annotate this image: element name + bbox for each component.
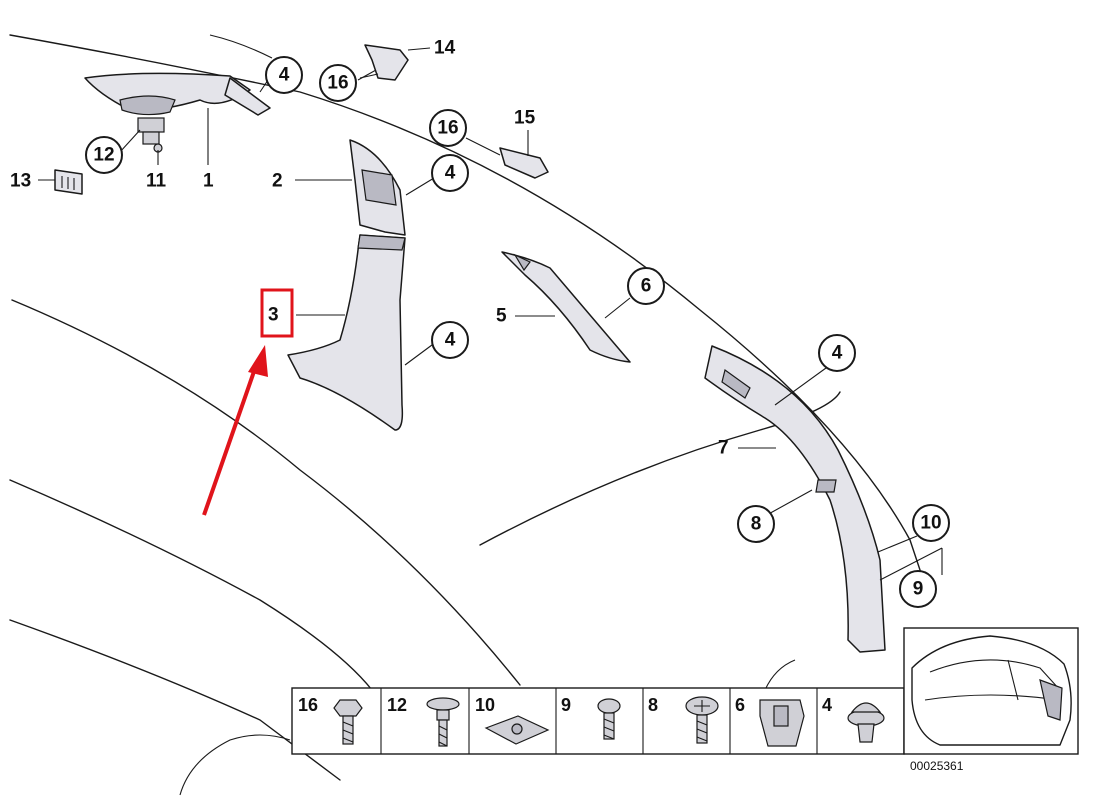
svg-text:4: 4 xyxy=(279,65,290,86)
hardware-cell-16-label: 16 xyxy=(298,695,318,715)
svg-text:4: 4 xyxy=(445,163,456,184)
part-3-lower-pillar-trim xyxy=(287,234,437,431)
callout-9: 9 xyxy=(899,570,937,608)
label-7: 7 xyxy=(718,438,729,459)
hardware-cell-8-label: 8 xyxy=(648,695,658,715)
callout-16-a: 16 xyxy=(319,64,357,102)
washer-screw-icon xyxy=(426,697,460,747)
red-arrow-icon xyxy=(202,345,268,516)
svg-text:16: 16 xyxy=(327,73,348,94)
pan-screw-icon xyxy=(597,698,621,740)
callout-4-b: 4 xyxy=(431,154,469,192)
callout-12: 12 xyxy=(85,136,123,174)
svg-text:10: 10 xyxy=(920,513,941,534)
hardware-cell-4-label: 4 xyxy=(822,695,832,715)
svg-text:6: 6 xyxy=(641,276,652,297)
label-13: 13 xyxy=(10,171,31,192)
callout-6: 6 xyxy=(627,267,665,305)
push-rivet-icon xyxy=(847,702,885,743)
svg-text:16: 16 xyxy=(437,118,458,139)
label-14: 14 xyxy=(434,38,456,59)
callout-10: 10 xyxy=(912,504,950,542)
hardware-cell-6-label: 6 xyxy=(735,695,745,715)
svg-text:4: 4 xyxy=(445,330,456,351)
part-13-cover-cap xyxy=(38,169,83,195)
svg-text:12: 12 xyxy=(93,145,114,166)
label-3: 3 xyxy=(268,305,279,326)
hardware-cell-9-label: 9 xyxy=(561,695,571,715)
label-11: 11 xyxy=(146,171,167,192)
part-11-clip xyxy=(137,117,165,165)
svg-text:4: 4 xyxy=(832,343,843,364)
label-15: 15 xyxy=(514,108,536,129)
part-9-10-leaders xyxy=(877,535,943,581)
callout-4-c: 4 xyxy=(431,321,469,359)
vehicle-outline xyxy=(9,34,931,796)
svg-text:9: 9 xyxy=(913,579,924,600)
label-1: 1 xyxy=(203,171,214,192)
highlight-box xyxy=(260,288,294,338)
reference-number: 00025361 xyxy=(910,759,964,773)
part-14-bracket xyxy=(359,44,431,81)
callout-leaders xyxy=(119,69,435,196)
label-5: 5 xyxy=(496,306,507,327)
vehicle-thumbnail xyxy=(903,627,1079,755)
callout-8: 8 xyxy=(737,505,775,543)
part-7-rear-pillar-trim xyxy=(704,345,886,653)
clip-icon xyxy=(759,699,805,747)
callout-4-a: 4 xyxy=(265,56,303,94)
part-5-trim-piece xyxy=(501,251,631,363)
speed-nut-icon xyxy=(484,715,550,745)
hardware-strip xyxy=(291,687,905,755)
hex-bolt-icon xyxy=(333,699,363,745)
hardware-cell-10-label: 10 xyxy=(475,695,495,715)
part-15-bracket xyxy=(465,130,549,179)
hardware-cell-12-label: 12 xyxy=(387,695,407,715)
svg-text:8: 8 xyxy=(751,514,762,535)
callout-4-d: 4 xyxy=(818,334,856,372)
label-2: 2 xyxy=(272,171,283,192)
callout-16-b: 16 xyxy=(429,109,467,147)
part-1-pillar-trim xyxy=(84,72,271,165)
flange-screw-icon xyxy=(685,696,719,744)
part-2-upper-pillar-trim xyxy=(295,139,406,236)
